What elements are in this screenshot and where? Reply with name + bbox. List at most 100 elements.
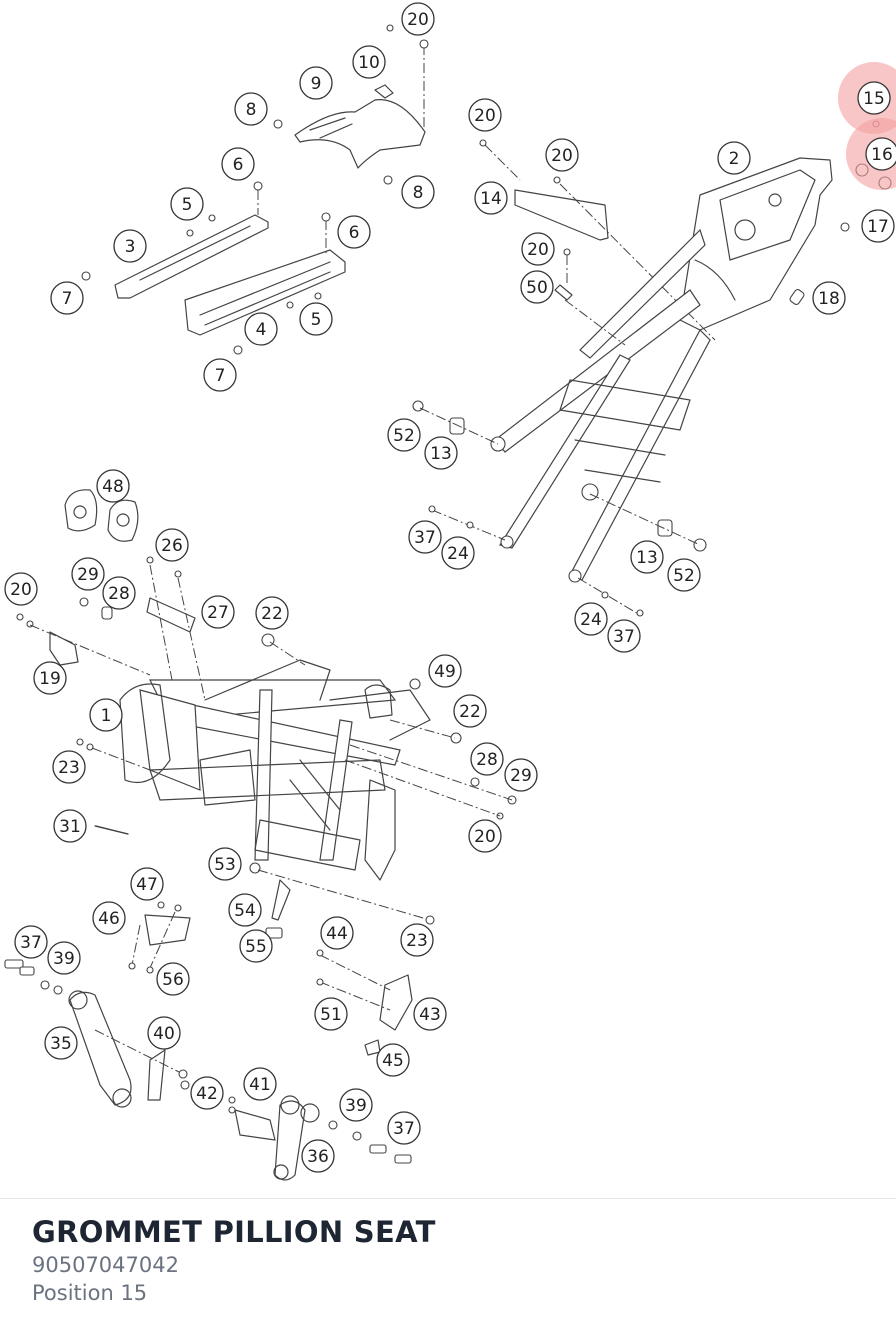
callout-number: 29 xyxy=(510,766,532,786)
callout-35[interactable]: 35 xyxy=(44,1026,78,1060)
callout-20[interactable]: 20 xyxy=(401,2,435,36)
callout-19[interactable]: 19 xyxy=(33,661,67,695)
callout-ring xyxy=(147,1016,181,1050)
callout-ring xyxy=(408,520,442,554)
callout-6[interactable]: 6 xyxy=(221,147,255,181)
callout-13[interactable]: 13 xyxy=(630,540,664,574)
part-number: 90507047042 xyxy=(32,1253,179,1277)
callout-number: 1 xyxy=(101,706,112,726)
callout-10[interactable]: 10 xyxy=(352,45,386,79)
callout-ring xyxy=(190,1076,224,1110)
callout-number: 10 xyxy=(358,53,380,73)
callout-24[interactable]: 24 xyxy=(441,536,475,570)
callout-number: 18 xyxy=(818,289,840,309)
callout-23[interactable]: 23 xyxy=(400,923,434,957)
callout-18[interactable]: 18 xyxy=(812,281,846,315)
callout-9[interactable]: 9 xyxy=(299,66,333,100)
callout-29[interactable]: 29 xyxy=(71,557,105,591)
callout-36[interactable]: 36 xyxy=(301,1139,335,1173)
callout-ring xyxy=(299,66,333,100)
callout-47[interactable]: 47 xyxy=(130,867,164,901)
callout-7[interactable]: 7 xyxy=(203,358,237,392)
callout-22[interactable]: 22 xyxy=(255,596,289,630)
callout-ring xyxy=(607,619,641,653)
callout-48[interactable]: 48 xyxy=(96,469,130,503)
callout-37[interactable]: 37 xyxy=(607,619,641,653)
callout-6[interactable]: 6 xyxy=(337,215,371,249)
callout-49[interactable]: 49 xyxy=(428,654,462,688)
callout-45[interactable]: 45 xyxy=(376,1043,410,1077)
callout-20[interactable]: 20 xyxy=(468,98,502,132)
callout-13[interactable]: 13 xyxy=(424,436,458,470)
callout-17[interactable]: 17 xyxy=(861,209,895,243)
callout-number: 16 xyxy=(871,145,893,165)
callout-53[interactable]: 53 xyxy=(208,847,242,881)
callout-46[interactable]: 46 xyxy=(92,901,126,935)
callout-8[interactable]: 8 xyxy=(234,92,268,126)
callout-23[interactable]: 23 xyxy=(52,750,86,784)
callout-52[interactable]: 52 xyxy=(667,558,701,592)
callout-ring xyxy=(255,596,289,630)
callout-40[interactable]: 40 xyxy=(147,1016,181,1050)
callout-29[interactable]: 29 xyxy=(504,758,538,792)
callout-20[interactable]: 20 xyxy=(521,232,555,266)
callout-ring xyxy=(208,847,242,881)
callout-24[interactable]: 24 xyxy=(574,602,608,636)
callout-5[interactable]: 5 xyxy=(299,302,333,336)
callout-number: 20 xyxy=(10,580,32,600)
callout-16-highlighted[interactable]: 16 xyxy=(846,118,896,190)
callout-ring xyxy=(44,1026,78,1060)
callout-ring xyxy=(401,2,435,36)
callout-55[interactable]: 55 xyxy=(239,929,273,963)
callout-number: 55 xyxy=(245,937,267,957)
callout-number: 26 xyxy=(161,536,183,556)
callout-8[interactable]: 8 xyxy=(401,175,435,209)
callout-56[interactable]: 56 xyxy=(156,962,190,996)
callout-15-highlighted[interactable]: 15 xyxy=(838,62,896,134)
callout-2[interactable]: 2 xyxy=(717,141,751,175)
callout-ring xyxy=(33,661,67,695)
callout-37[interactable]: 37 xyxy=(387,1111,421,1145)
callout-43[interactable]: 43 xyxy=(413,997,447,1031)
callout-37[interactable]: 37 xyxy=(14,925,48,959)
callout-number: 3 xyxy=(125,237,136,257)
frame-line-art xyxy=(4,24,892,1181)
callout-39[interactable]: 39 xyxy=(339,1088,373,1122)
callout-28[interactable]: 28 xyxy=(102,576,136,610)
callout-number: 37 xyxy=(20,933,42,953)
callout-41[interactable]: 41 xyxy=(243,1067,277,1101)
callout-27[interactable]: 27 xyxy=(201,595,235,629)
callout-number: 50 xyxy=(526,278,548,298)
callout-14[interactable]: 14 xyxy=(474,181,508,215)
callout-31[interactable]: 31 xyxy=(53,809,87,843)
callout-54[interactable]: 54 xyxy=(228,893,262,927)
callout-3[interactable]: 3 xyxy=(113,229,147,263)
callout-1[interactable]: 1 xyxy=(89,698,123,732)
callout-50[interactable]: 50 xyxy=(520,270,554,304)
callout-5[interactable]: 5 xyxy=(170,187,204,221)
callout-number: 41 xyxy=(249,1075,271,1095)
callout-ring xyxy=(468,819,502,853)
callout-37[interactable]: 37 xyxy=(408,520,442,554)
callout-51[interactable]: 51 xyxy=(314,997,348,1031)
callout-ring xyxy=(320,916,354,950)
callout-number: 52 xyxy=(673,566,695,586)
callout-4[interactable]: 4 xyxy=(244,312,278,346)
callout-22[interactable]: 22 xyxy=(453,694,487,728)
callout-number: 5 xyxy=(182,195,193,215)
callout-number: 28 xyxy=(108,584,130,604)
callout-20[interactable]: 20 xyxy=(545,138,579,172)
callout-7[interactable]: 7 xyxy=(50,281,84,315)
callout-26[interactable]: 26 xyxy=(155,528,189,562)
callout-44[interactable]: 44 xyxy=(320,916,354,950)
callout-28[interactable]: 28 xyxy=(470,742,504,776)
callout-number: 45 xyxy=(382,1051,404,1071)
callout-20[interactable]: 20 xyxy=(468,819,502,853)
callout-ring xyxy=(468,98,502,132)
callout-52[interactable]: 52 xyxy=(387,418,421,452)
callout-39[interactable]: 39 xyxy=(47,941,81,975)
callout-20[interactable]: 20 xyxy=(4,572,38,606)
callout-number: 37 xyxy=(414,528,436,548)
callout-42[interactable]: 42 xyxy=(190,1076,224,1110)
callout-number: 8 xyxy=(246,100,257,120)
